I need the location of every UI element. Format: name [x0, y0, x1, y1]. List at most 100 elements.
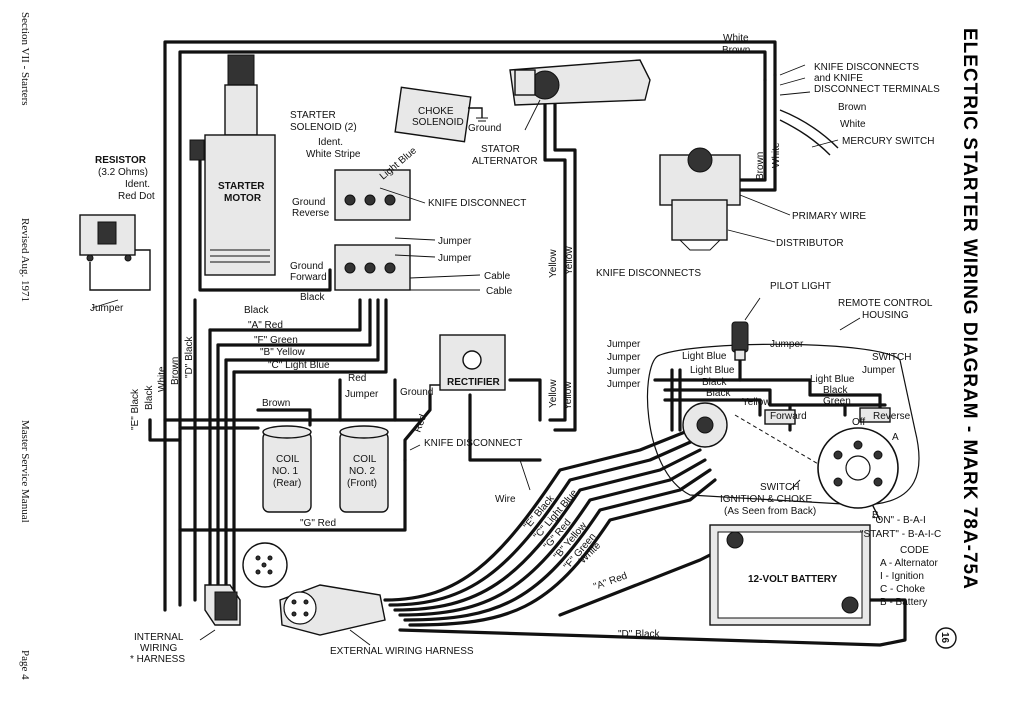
manual-label: Master Service Manual: [19, 420, 31, 523]
jumper-r4: Jumper: [607, 379, 641, 390]
internal-2: WIRING: [140, 643, 177, 654]
black-v: Black: [144, 385, 155, 410]
brown-top: Brown: [722, 45, 750, 56]
on-code: "ON" - B-A-I: [872, 515, 926, 526]
cable-2: Cable: [486, 286, 513, 297]
stator-2: ALTERNATOR: [472, 156, 538, 167]
coil1-label-3: (Rear): [273, 478, 301, 489]
knife-disconnect-2: KNIFE DISCONNECT: [424, 438, 522, 449]
resistor-2: (3.2 Ohms): [98, 167, 148, 178]
code-b: B - Battery: [880, 597, 927, 608]
forward-label: Forward: [770, 411, 807, 422]
white-right: White: [840, 119, 866, 130]
page-label: Page 4: [19, 650, 31, 680]
black-r2: Black: [706, 388, 731, 399]
jumper-r2: Jumper: [607, 352, 641, 363]
coil1-label-2: NO. 1: [272, 466, 299, 477]
red-coil: Red: [348, 373, 366, 384]
knife-terminals-3: DISCONNECT TERMINALS: [814, 84, 940, 95]
yellow-v1: Yellow: [548, 249, 559, 278]
rectifier-label: RECTIFIER: [447, 377, 501, 388]
starter-solenoids: [334, 169, 411, 291]
jumper-r1: Jumper: [607, 339, 641, 350]
white-top: White: [723, 33, 749, 44]
rectifier: [429, 334, 506, 395]
knife-terminals-1: KNIFE DISCONNECTS: [814, 62, 919, 73]
starter-motor-label-1: STARTER: [218, 181, 265, 192]
a-red: "A" Red: [248, 320, 283, 331]
lb-r1: Light Blue: [682, 351, 727, 362]
jumper-1: Jumper: [438, 236, 472, 247]
switch-ic-1: SWITCH: [760, 482, 799, 493]
green-r: Green: [823, 396, 851, 407]
yellow-rect2: Yellow: [563, 381, 574, 410]
black-r3: Black: [823, 385, 848, 396]
cable-1: Cable: [484, 271, 511, 282]
brown-vert: Brown: [755, 152, 766, 180]
stator-alternator: [509, 59, 651, 106]
wire-label: Wire: [495, 494, 516, 505]
code-c: C - Choke: [880, 584, 925, 595]
revised-label: Revised Aug. 1971: [19, 218, 31, 302]
jumper-r3: Jumper: [607, 366, 641, 377]
brown-right: Brown: [838, 102, 866, 113]
external-label: EXTERNAL WIRING HARNESS: [330, 646, 474, 657]
resistor-1: RESISTOR: [95, 155, 147, 166]
d-black-batt: "D" Black: [618, 629, 661, 640]
switch-a: A: [892, 432, 899, 443]
e-black-v: "E" Black: [130, 388, 141, 430]
starter-solenoid-2: SOLENOID (2): [290, 122, 357, 133]
distributor-label: DISTRIBUTOR: [776, 238, 844, 249]
switch-b: B: [872, 510, 879, 521]
wires: [148, 40, 907, 647]
black-h: Black: [244, 305, 269, 316]
external-harness-plug: [279, 584, 386, 636]
brown-coil: Brown: [262, 398, 290, 409]
code-title: CODE: [900, 545, 929, 556]
internal-3: * HARNESS: [130, 654, 185, 665]
ground-reverse-1: Ground: [292, 197, 325, 208]
internal-1: INTERNAL: [134, 632, 184, 643]
ground-choke: Ground: [468, 123, 501, 134]
reverse-label: Reverse: [873, 411, 911, 422]
section-label: Section VII - Starters: [19, 12, 31, 106]
black-sol: Black: [300, 292, 325, 303]
internal-harness-plug: [204, 542, 288, 626]
coil2-label-1: COIL: [353, 454, 377, 465]
choke-solenoid: [394, 86, 488, 143]
code-i: I - Ignition: [880, 571, 924, 582]
coil1-label-1: COIL: [276, 454, 300, 465]
jumper-r5: Jumper: [770, 339, 804, 350]
battery: 12-VOLT BATTERY: [709, 524, 871, 626]
ground-forward-1: Ground: [290, 261, 323, 272]
resistor-3: Ident.: [125, 179, 150, 190]
ground-rect: Ground: [400, 387, 433, 398]
coil2-label-2: NO. 2: [349, 466, 376, 477]
ground-reverse-2: Reverse: [292, 208, 330, 219]
jumper-2: Jumper: [438, 253, 472, 264]
page-title: ELECTRIC STARTER WIRING DIAGRAM - MARK 7…: [959, 28, 980, 590]
stator-1: STATOR: [481, 144, 520, 155]
ground-forward-2: Forward: [290, 272, 327, 283]
white-vert: White: [771, 142, 782, 168]
switch-ic-2: IGNITION & CHOKE: [720, 494, 813, 505]
lb-r2: Light Blue: [690, 365, 735, 376]
d-black-v: "D" Black: [184, 335, 195, 378]
lb-r3: Light Blue: [810, 374, 855, 385]
knife-disconnects-mid: KNIFE DISCONNECTS: [596, 268, 701, 279]
knife-disconnect-1: KNIFE DISCONNECT: [428, 198, 526, 209]
yellow-v2: Yellow: [564, 246, 575, 275]
starter-solenoid-1: STARTER: [290, 110, 336, 121]
start-code: "START" - B-A-I-C: [860, 529, 941, 540]
badge-number: 16: [939, 632, 950, 644]
primary-wire-label: PRIMARY WIRE: [792, 211, 866, 222]
pilot-light-label: PILOT LIGHT: [770, 281, 831, 292]
distributor: [659, 147, 741, 251]
ident-white-2: White Stripe: [306, 149, 361, 160]
coils: COIL NO. 1 (Rear) COIL NO. 2 (Front): [262, 425, 389, 513]
choke-solenoid-1: CHOKE: [418, 106, 454, 117]
white-v: White: [157, 366, 168, 392]
starter-motor-label-2: MOTOR: [224, 193, 262, 204]
b-yellow: "B" Yellow: [260, 347, 306, 358]
